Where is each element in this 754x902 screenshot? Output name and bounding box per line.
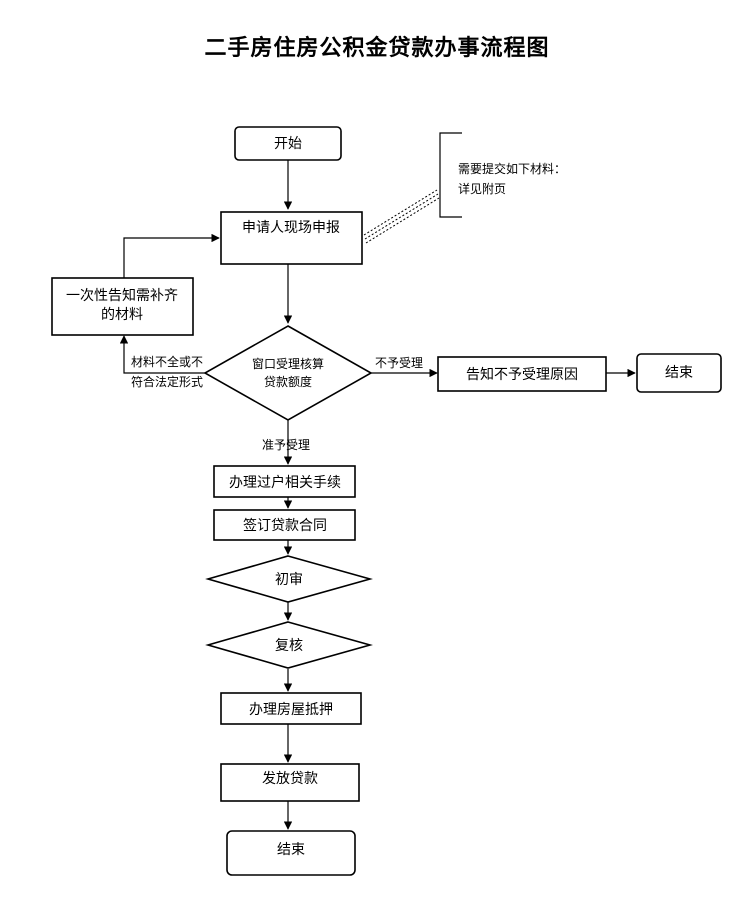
start-label: 开始 [274,136,302,152]
end-label: 结束 [277,842,305,858]
recheck-decision [205,621,373,669]
first-review-label: 初审 [275,571,303,588]
incomplete-label-line2: 符合法定形式 [131,374,203,389]
mortgage-node [220,692,362,725]
reject-reason-node [437,356,607,392]
note-bracket [439,132,462,218]
review-decision [203,325,373,421]
supplement-label-line1: 一次性告知需补齐 [66,287,178,304]
end-reject-label: 结束 [665,365,693,381]
mortgage-label: 办理房屋抵押 [249,702,333,718]
arrow-supplement-to-apply [123,233,220,278]
contract-node [213,509,356,541]
accepted-label: 准予受理 [262,438,310,452]
note-connector [363,189,440,244]
reject-reason-label: 告知不予受理原因 [466,366,578,383]
release-label: 发放贷款 [262,771,318,787]
apply-node [220,211,363,265]
not-accepted-label: 不予受理 [375,356,423,370]
transfer-label: 办理过户相关手续 [229,474,341,491]
recheck-label: 复核 [275,637,303,654]
supplement-node [51,277,194,336]
end-node [226,830,356,876]
note-line2: 详见附页 [458,181,506,196]
transfer-node [213,465,356,498]
supplement-label-line2: 的材料 [101,307,143,323]
end-reject-node [636,353,722,393]
apply-label: 申请人现场申报 [242,220,340,236]
review-label-line2: 贷款额度 [264,374,312,389]
note-line1: 需要提交如下材料： [458,161,566,176]
review-label-line1: 窗口受理核算 [252,356,324,371]
page-title: 二手房住房公积金贷款办事流程图 [204,36,550,61]
incomplete-label-line1: 材料不全或不 [131,354,203,369]
release-node [220,763,360,802]
start-node [234,126,342,161]
contract-label: 签订贷款合同 [243,517,327,534]
first-review-decision [205,555,373,603]
arrow-review-to-supplement [119,335,205,374]
